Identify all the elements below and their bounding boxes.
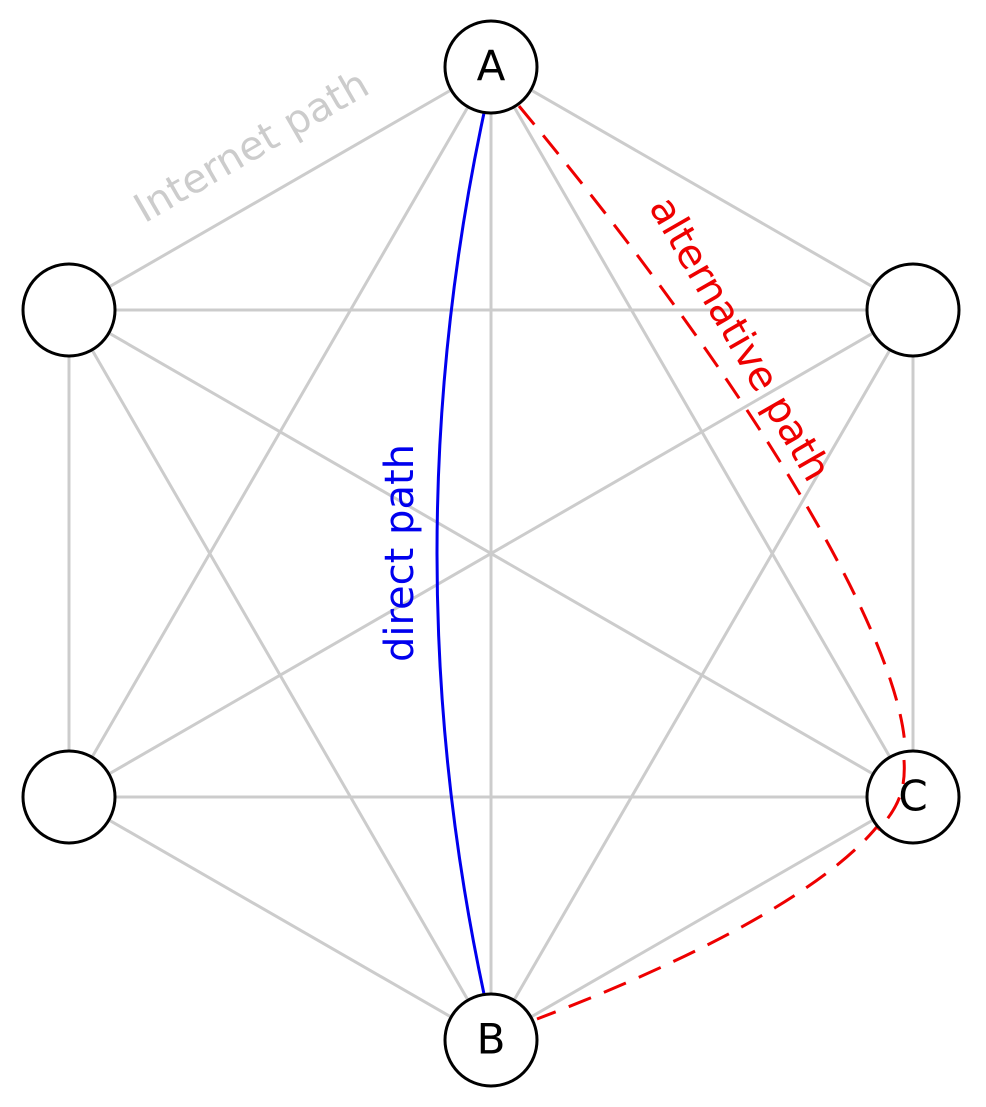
node-a: A <box>443 19 539 115</box>
node-upper-left <box>21 262 117 358</box>
direct-path-curve <box>435 112 486 995</box>
edge-c-b <box>490 795 914 1042</box>
edge-upper-right-lower-left <box>68 308 914 799</box>
node-lower-left <box>21 749 117 845</box>
node-upper-left-circle <box>21 262 117 358</box>
alternative-path-label: alternative path <box>640 189 840 489</box>
alternative-path-over-c <box>876 759 906 832</box>
node-b-circle <box>443 992 539 1088</box>
node-lower-left-circle <box>21 749 117 845</box>
direct-path-label: direct path <box>377 444 423 662</box>
edge-upper-right-b <box>489 309 915 1041</box>
edge-lower-left-b <box>68 795 492 1042</box>
node-b: B <box>443 992 539 1088</box>
node-a-circle <box>443 19 539 115</box>
alternative-path-curve <box>517 105 907 1021</box>
edge-a-upper-right <box>490 65 914 312</box>
node-a-label: A <box>477 42 506 91</box>
node-upper-right <box>865 262 961 358</box>
node-b-label: B <box>477 1015 506 1064</box>
node-c: C <box>865 749 961 845</box>
edge-a-upper-left <box>68 65 492 312</box>
internet-edges <box>67 65 915 1042</box>
node-upper-right-circle <box>865 262 961 358</box>
node-c-circle <box>865 749 961 845</box>
